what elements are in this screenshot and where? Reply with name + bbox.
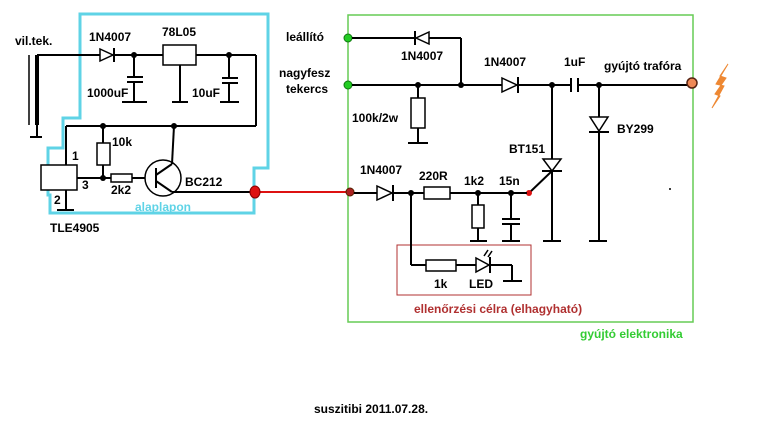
regulator-label: 78L05 — [162, 25, 196, 39]
right-board-title: gyújtó elektronika — [580, 327, 683, 341]
resistor-1k-icon — [425, 259, 457, 272]
output-connector[interactable] — [249, 185, 261, 199]
resistor-1k2-icon — [471, 204, 485, 229]
hv-input-label-2: tekercs — [286, 82, 328, 96]
resistor-220-label: 220R — [419, 169, 448, 183]
by299-label: BY299 — [617, 122, 654, 136]
regulator-icon — [162, 44, 197, 66]
resistor-pullup-label: 10k — [112, 135, 132, 149]
cap-in-label: 1000uF — [87, 86, 128, 100]
stop-input-connector[interactable] — [343, 33, 353, 43]
resistor-10k-icon — [96, 142, 111, 166]
hv-diode-icon — [501, 76, 519, 94]
resistor-base-label: 2k2 — [111, 183, 131, 197]
diode-icon — [99, 47, 115, 63]
stop-diode-label: 1N4007 — [401, 49, 443, 63]
pickup-coil-icon — [28, 55, 42, 138]
cap-out-label: 10uF — [192, 86, 220, 100]
cap-15n-label: 15n — [499, 174, 520, 188]
spark-icon — [711, 63, 729, 109]
right-board-outline — [347, 14, 694, 323]
hall-sensor-icon — [40, 164, 78, 191]
trigger-diode-icon — [376, 184, 394, 202]
hall-pin2: 2 — [54, 193, 61, 207]
resistor-1k2-label: 1k2 — [464, 174, 484, 188]
stop-diode-icon — [414, 30, 430, 46]
pickup-coil-label: vil.tek. — [15, 34, 52, 48]
transistor-icon — [144, 125, 182, 197]
check-section-caption: ellenőrzési célra (elhagyható) — [414, 302, 582, 316]
cap-main-label: 1uF — [564, 55, 585, 69]
resistor-hv-icon — [410, 97, 426, 129]
gate-node — [526, 190, 532, 196]
left-board-outline — [46, 12, 270, 215]
thyristor-label: BT151 — [509, 142, 545, 156]
diode-label: 1N4007 — [89, 30, 131, 44]
hall-pin1: 1 — [72, 149, 79, 163]
resistor-hv-label: 100k/2w — [352, 111, 399, 125]
led-label: LED — [469, 277, 493, 291]
resistor-1k-label: 1k — [434, 277, 448, 291]
transistor-label: BC212 — [185, 175, 223, 189]
led-icon — [475, 249, 493, 274]
hv-diode-label: 1N4007 — [484, 55, 526, 69]
hall-sensor-label: TLE4905 — [50, 221, 100, 235]
hv-input-connector[interactable] — [343, 80, 353, 90]
thyristor-icon — [528, 158, 563, 194]
resistor-220-icon — [423, 186, 451, 200]
output-label: gyújtó trafóra — [604, 59, 682, 73]
output-coil-connector[interactable] — [686, 77, 698, 89]
hv-input-label-1: nagyfesz — [279, 66, 330, 80]
stop-input-label: leállító — [286, 30, 324, 44]
trigger-input-connector[interactable] — [345, 187, 355, 197]
trigger-diode-label: 1N4007 — [360, 163, 402, 177]
left-board-title: alaplapon — [135, 200, 191, 214]
check-section-outline — [396, 244, 532, 296]
footer-signature: suszitibi 2011.07.28. — [314, 402, 428, 416]
resistor-2k2-icon — [110, 173, 133, 183]
by299-diode-icon — [588, 116, 610, 133]
hall-pin3: 3 — [82, 178, 89, 192]
